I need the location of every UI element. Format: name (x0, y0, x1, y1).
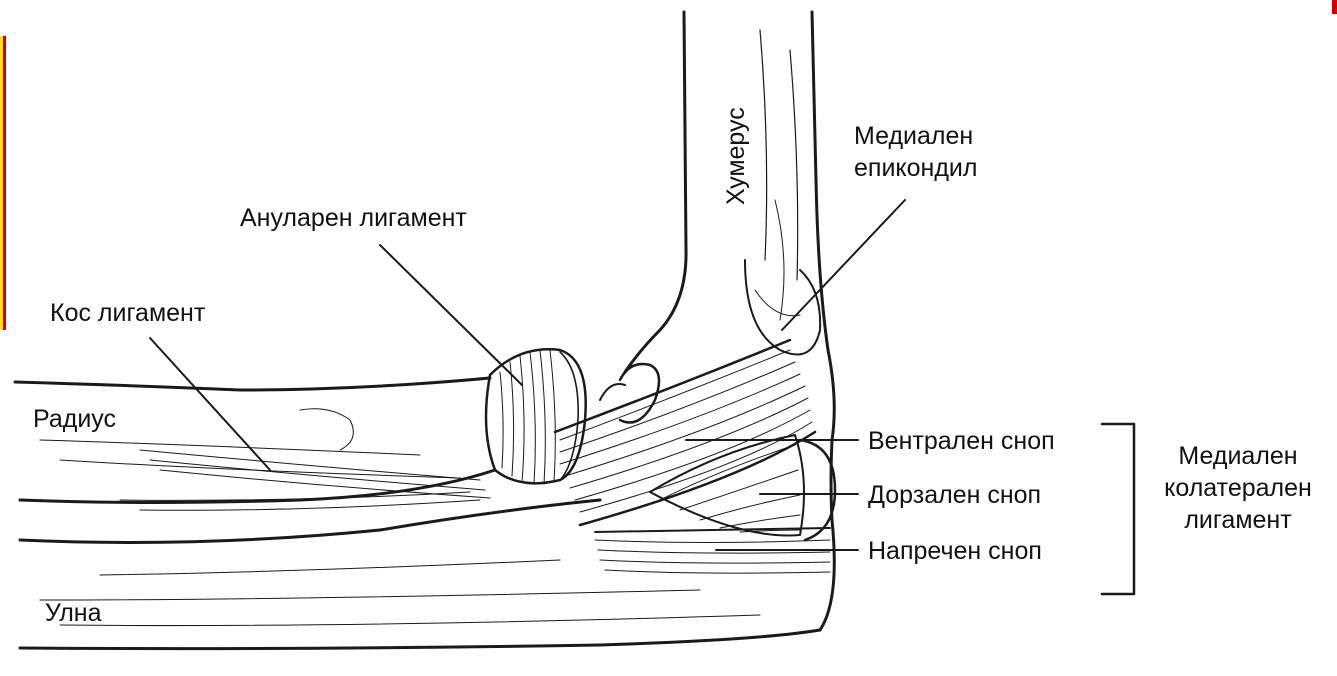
transverse-bundle-shape (595, 540, 830, 573)
label-mcl-line1: Медиален (1148, 440, 1328, 472)
label-mcl-line2: колатерален (1148, 472, 1328, 504)
label-radius: Радиус (33, 404, 116, 434)
label-dorsal-bundle: Дорзален сноп (868, 480, 1041, 510)
leader-annular (380, 245, 522, 385)
leader-epicondyle (782, 200, 905, 330)
label-medial-epicondyle-line2: епикондил (854, 152, 977, 184)
label-medial-epicondyle: Медиален епикондил (854, 120, 977, 184)
label-mcl-line3: лигамент (1148, 504, 1328, 536)
label-medial-collateral-ligament: Медиален колатерален лигамент (1148, 440, 1328, 536)
label-medial-epicondyle-line1: Медиален (854, 120, 977, 152)
label-ventral-bundle: Вентрален сноп (868, 426, 1055, 456)
label-oblique-ligament: Кос лигамент (50, 298, 205, 328)
collateral-bracket (1102, 424, 1134, 594)
medial-epicondyle-shape (745, 260, 820, 355)
humerus-shaft (625, 12, 686, 372)
label-humerus: Хумерус (722, 107, 751, 205)
annular-ligament-shape (486, 349, 586, 483)
label-annular-ligament: Ануларен лигамент (240, 203, 467, 233)
ulna-outline-bottom (20, 630, 820, 649)
humerus-shaft-right (812, 12, 834, 440)
leader-oblique (150, 338, 270, 470)
label-ulna: Улна (45, 598, 102, 628)
label-transverse-bundle: Напречен сноп (868, 536, 1042, 566)
ulna-outline-top (20, 500, 600, 542)
dorsal-bundle-shape (660, 445, 800, 532)
radius-outline-top (15, 378, 490, 390)
